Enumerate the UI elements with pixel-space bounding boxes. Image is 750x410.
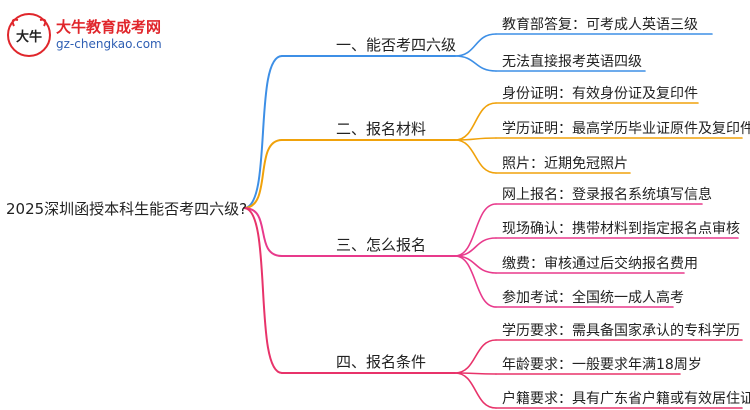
- leaf-topic: 网上报名：登录报名系统填写信息: [502, 187, 712, 203]
- leaf-connector: [454, 203, 497, 257]
- leaf-connector: [454, 55, 497, 72]
- leaf-connector: [454, 372, 497, 409]
- leaf-connector: [454, 237, 497, 257]
- branch-connector: [243, 207, 283, 257]
- branch-connector: [243, 207, 283, 374]
- root-topic: 2025深圳函授本科生能否考四六级?: [6, 200, 248, 218]
- leaf-topic: 参加考试：全国统一成人高考: [502, 290, 684, 306]
- branch-connector: [243, 139, 283, 209]
- branch-topic: 二、报名材料: [336, 120, 427, 138]
- logo-title: 大牛教育成考网: [56, 18, 162, 36]
- leaf-topic: 无法直接报考英语四级: [502, 54, 642, 70]
- logo-mark-text: 大牛: [16, 29, 42, 45]
- leaf-connector: [454, 102, 497, 141]
- leaf-topic: 身份证明：有效身份证及复印件: [502, 86, 698, 102]
- leaf-topic: 年龄要求：一般要求年满18周岁: [502, 357, 702, 373]
- branch-connector: [243, 55, 283, 209]
- leaf-topic: 照片：近期免冠照片: [502, 156, 628, 172]
- leaf-topic: 户籍要求：具有广东省户籍或有效居住证: [502, 391, 750, 407]
- leaf-connector: [454, 255, 497, 274]
- branch-topic: 一、能否考四六级: [336, 36, 457, 54]
- leaf-connector: [454, 255, 497, 308]
- leaf-topic: 学历证明：最高学历毕业证原件及复印件: [502, 121, 750, 137]
- leaf-topic: 缴费：审核通过后交纳报名费用: [502, 256, 698, 272]
- branch-topic: 四、报名条件: [336, 353, 427, 371]
- leaf-connector: [454, 139, 497, 174]
- leaf-connector: [454, 33, 497, 57]
- leaf-topic: 教育部答复：可考成人英语三级: [502, 17, 698, 33]
- leaf-topic: 学历要求：需具备国家承认的专科学历: [502, 323, 740, 339]
- logo-bull-icon: 大牛: [7, 13, 51, 57]
- logo-url[interactable]: gz-chengkao.com: [56, 37, 162, 51]
- leaf-topic: 现场确认：携带材料到指定报名点审核: [502, 221, 740, 237]
- site-logo[interactable]: 大牛 大牛教育成考网 gz-chengkao.com: [6, 12, 186, 58]
- leaf-connector: [454, 339, 497, 374]
- branch-topic: 三、怎么报名: [336, 236, 427, 254]
